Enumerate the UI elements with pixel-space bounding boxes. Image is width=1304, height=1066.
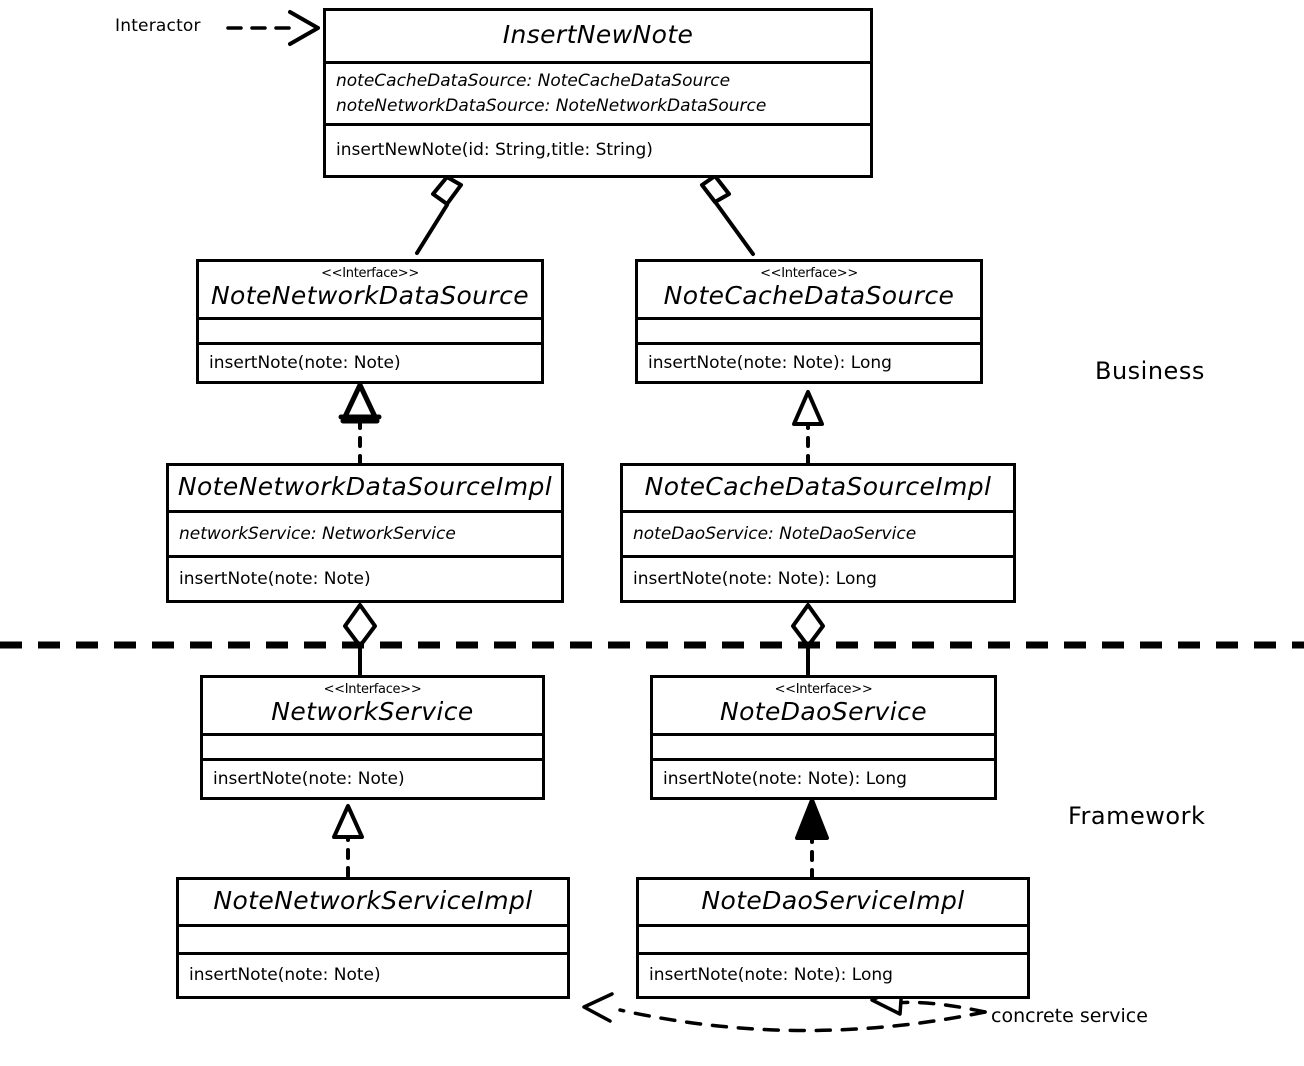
realization-networkdatasourceimpl-networkdatasource bbox=[338, 382, 382, 466]
operation-row: insertNote(note: Note): Long bbox=[663, 768, 907, 789]
class-box-network-service[interactable]: <<Interface>> NetworkService insertNote(… bbox=[200, 675, 545, 800]
empty-attributes bbox=[648, 323, 970, 339]
empty-attributes bbox=[189, 930, 557, 949]
class-operations-note-dao-service: insertNote(note: Note): Long bbox=[653, 758, 994, 797]
interactor-label: Interactor bbox=[115, 16, 201, 36]
class-header-note-cache-data-source-impl: NoteCacheDataSourceImpl bbox=[623, 466, 1013, 510]
stereotype-label: <<Interface>> bbox=[323, 682, 422, 697]
class-header-note-network-service-impl: NoteNetworkServiceImpl bbox=[179, 880, 567, 924]
class-header-note-network-data-source-impl: NoteNetworkDataSourceImpl bbox=[169, 466, 561, 510]
class-box-insert-new-note[interactable]: InsertNewNote noteCacheDataSource: NoteC… bbox=[323, 8, 873, 178]
class-attributes-note-cache-data-source bbox=[638, 317, 980, 342]
attribute-row: noteCacheDataSource: NoteCacheDataSource bbox=[336, 70, 731, 91]
attribute-row: networkService: NetworkService bbox=[179, 523, 456, 544]
class-box-note-network-data-source-impl[interactable]: NoteNetworkDataSourceImpl networkService… bbox=[166, 463, 564, 603]
realization-cachedatasourceimpl-cachedatasource bbox=[792, 390, 824, 466]
aggregation-insertnewnote-notecachedatasource bbox=[700, 174, 755, 256]
realization-networkserviceimpl-networkservice bbox=[332, 804, 364, 878]
class-title: NetworkService bbox=[271, 697, 474, 726]
class-header-insert-new-note: InsertNewNote bbox=[326, 11, 870, 61]
empty-attributes bbox=[213, 739, 532, 755]
class-attributes-network-service bbox=[203, 733, 542, 758]
stereotype-label: <<Interface>> bbox=[760, 266, 858, 281]
class-title: NoteNetworkDataSourceImpl bbox=[177, 472, 553, 501]
operation-row: insertNote(note: Note) bbox=[189, 965, 381, 985]
class-attributes-note-network-service-impl bbox=[179, 924, 567, 952]
class-operations-note-cache-data-source: insertNote(note: Note): Long bbox=[638, 342, 980, 381]
class-attributes-note-dao-service bbox=[653, 733, 994, 758]
class-header-note-dao-service-impl: NoteDaoServiceImpl bbox=[639, 880, 1027, 924]
class-operations-network-service: insertNote(note: Note) bbox=[203, 758, 542, 797]
note-concrete-service: concrete service bbox=[991, 1005, 1148, 1027]
class-header-network-service: <<Interface>> NetworkService bbox=[203, 678, 542, 733]
layer-label-business: Business bbox=[1095, 357, 1205, 385]
class-operations-insert-new-note: insertNewNote(id: String,title: String) bbox=[326, 123, 870, 175]
empty-attributes bbox=[209, 323, 531, 339]
operation-row: insertNewNote(id: String,title: String) bbox=[336, 140, 653, 160]
operation-row: insertNote(note: Note): Long bbox=[633, 568, 877, 589]
stereotype-label: <<Interface>> bbox=[321, 266, 419, 281]
stereotype-label: <<Interface>> bbox=[774, 682, 873, 697]
class-box-note-dao-service[interactable]: <<Interface>> NoteDaoService insertNote(… bbox=[650, 675, 997, 800]
class-operations-note-network-data-source: insertNote(note: Note) bbox=[199, 342, 541, 381]
class-header-note-network-data-source: <<Interface>> NoteNetworkDataSource bbox=[199, 262, 541, 317]
class-title: NoteCacheDataSource bbox=[663, 281, 955, 310]
realization-daoserviceimpl-notedaoservice bbox=[795, 798, 829, 880]
operation-row: insertNote(note: Note) bbox=[209, 352, 401, 373]
class-header-note-dao-service: <<Interface>> NoteDaoService bbox=[653, 678, 994, 733]
class-operations-note-dao-service-impl: insertNote(note: Note): Long bbox=[639, 952, 1027, 996]
operation-row: insertNote(note: Note) bbox=[179, 568, 371, 589]
class-box-note-network-service-impl[interactable]: NoteNetworkServiceImpl insertNote(note: … bbox=[176, 877, 570, 999]
empty-attributes bbox=[663, 739, 984, 755]
class-box-note-network-data-source[interactable]: <<Interface>> NoteNetworkDataSource inse… bbox=[196, 259, 544, 384]
class-title: NoteDaoServiceImpl bbox=[701, 886, 965, 915]
layer-label-framework: Framework bbox=[1068, 802, 1206, 830]
aggregation-networkdatasourceimpl-networkservice bbox=[343, 603, 377, 678]
interactor-dependency-arrow bbox=[226, 10, 320, 46]
class-attributes-insert-new-note: noteCacheDataSource: NoteCacheDataSource… bbox=[326, 61, 870, 123]
class-attributes-note-network-data-source-impl: networkService: NetworkService bbox=[169, 510, 561, 555]
class-operations-note-network-service-impl: insertNote(note: Note) bbox=[179, 952, 567, 996]
class-attributes-note-network-data-source bbox=[199, 317, 541, 342]
class-box-note-dao-service-impl[interactable]: NoteDaoServiceImpl insertNote(note: Note… bbox=[636, 877, 1030, 999]
aggregation-cachedatasourceimpl-notedaoservice bbox=[791, 603, 825, 678]
class-attributes-note-dao-service-impl bbox=[639, 924, 1027, 952]
class-attributes-note-cache-data-source-impl: noteDaoService: NoteDaoService bbox=[623, 510, 1013, 555]
operation-row: insertNote(note: Note): Long bbox=[649, 965, 893, 985]
aggregation-insertnewnote-notenetworkdatasource bbox=[415, 175, 463, 255]
class-title: NoteDaoService bbox=[719, 697, 928, 726]
attribute-row: noteNetworkDataSource: NoteNetworkDataSo… bbox=[336, 95, 767, 116]
operation-row: insertNote(note: Note): Long bbox=[648, 352, 892, 373]
class-operations-note-network-data-source-impl: insertNote(note: Note) bbox=[169, 555, 561, 600]
class-title: NoteNetworkServiceImpl bbox=[213, 886, 533, 915]
class-title: NoteNetworkDataSource bbox=[210, 281, 530, 310]
attribute-row: noteDaoService: NoteDaoService bbox=[633, 523, 917, 544]
class-operations-note-cache-data-source-impl: insertNote(note: Note): Long bbox=[623, 555, 1013, 600]
class-box-note-cache-data-source-impl[interactable]: NoteCacheDataSourceImpl noteDaoService: … bbox=[620, 463, 1016, 603]
class-title: InsertNewNote bbox=[502, 20, 694, 49]
operation-row: insertNote(note: Note) bbox=[213, 768, 405, 789]
note-arrow-to-networkserviceimpl bbox=[582, 992, 987, 1033]
class-header-note-cache-data-source: <<Interface>> NoteCacheDataSource bbox=[638, 262, 980, 317]
class-box-note-cache-data-source[interactable]: <<Interface>> NoteCacheDataSource insert… bbox=[635, 259, 983, 384]
empty-attributes bbox=[649, 930, 1017, 949]
class-title: NoteCacheDataSourceImpl bbox=[644, 472, 992, 501]
